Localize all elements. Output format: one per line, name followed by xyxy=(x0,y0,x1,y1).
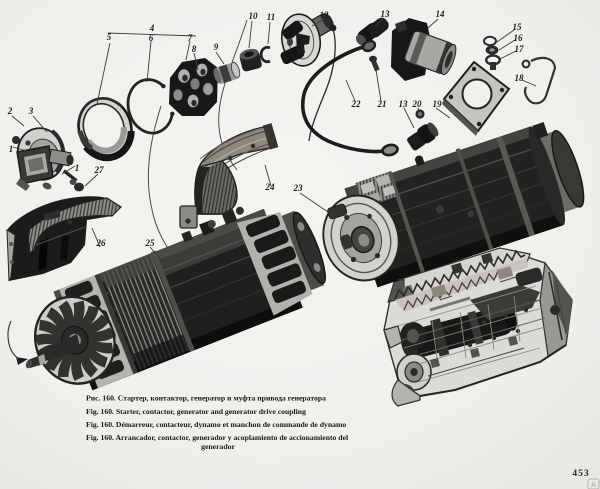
svg-text:453: 453 xyxy=(572,469,589,479)
svg-text:generador: generador xyxy=(201,442,235,451)
svg-text:A: A xyxy=(591,480,596,489)
svg-text:19: 19 xyxy=(433,99,443,109)
svg-text:27: 27 xyxy=(94,165,105,175)
svg-text:1: 1 xyxy=(75,163,80,173)
svg-text:6: 6 xyxy=(149,33,154,43)
svg-text:15: 15 xyxy=(513,22,523,32)
svg-text:22: 22 xyxy=(351,99,362,109)
svg-text:20: 20 xyxy=(412,99,423,109)
svg-text:3: 3 xyxy=(28,106,34,116)
svg-text:11: 11 xyxy=(267,12,276,22)
svg-text:26: 26 xyxy=(96,238,107,248)
svg-text:17: 17 xyxy=(515,44,525,54)
svg-text:Рис. 160. Стартер, контактор,: Рис. 160. Стартер, контактор, генератор … xyxy=(86,394,326,403)
svg-text:5: 5 xyxy=(107,32,112,42)
svg-text:10: 10 xyxy=(249,11,259,21)
svg-text:9: 9 xyxy=(214,42,219,52)
svg-text:8: 8 xyxy=(192,44,197,54)
svg-text:Fig. 160. Démarreur, contacteu: Fig. 160. Démarreur, contacteur, dynamo … xyxy=(86,420,346,429)
svg-text:2: 2 xyxy=(7,106,13,116)
svg-text:25: 25 xyxy=(145,238,156,248)
svg-text:Fig. 160. Arrancador, contacto: Fig. 160. Arrancador, contactor, generad… xyxy=(86,433,348,442)
svg-text:21: 21 xyxy=(377,99,387,109)
svg-text:24: 24 xyxy=(265,182,276,192)
svg-text:7: 7 xyxy=(188,33,193,43)
svg-text:13: 13 xyxy=(399,99,409,109)
svg-text:12: 12 xyxy=(320,10,330,20)
svg-text:16: 16 xyxy=(514,33,524,43)
svg-text:13: 13 xyxy=(381,9,391,19)
svg-text:14: 14 xyxy=(436,9,446,19)
svg-text:4: 4 xyxy=(149,23,155,33)
svg-text:23: 23 xyxy=(293,183,304,193)
svg-text:1: 1 xyxy=(9,144,14,154)
svg-text:Fig. 160. Starter, contactor,: Fig. 160. Starter, contactor, generator … xyxy=(86,407,306,416)
svg-text:18: 18 xyxy=(515,73,525,83)
